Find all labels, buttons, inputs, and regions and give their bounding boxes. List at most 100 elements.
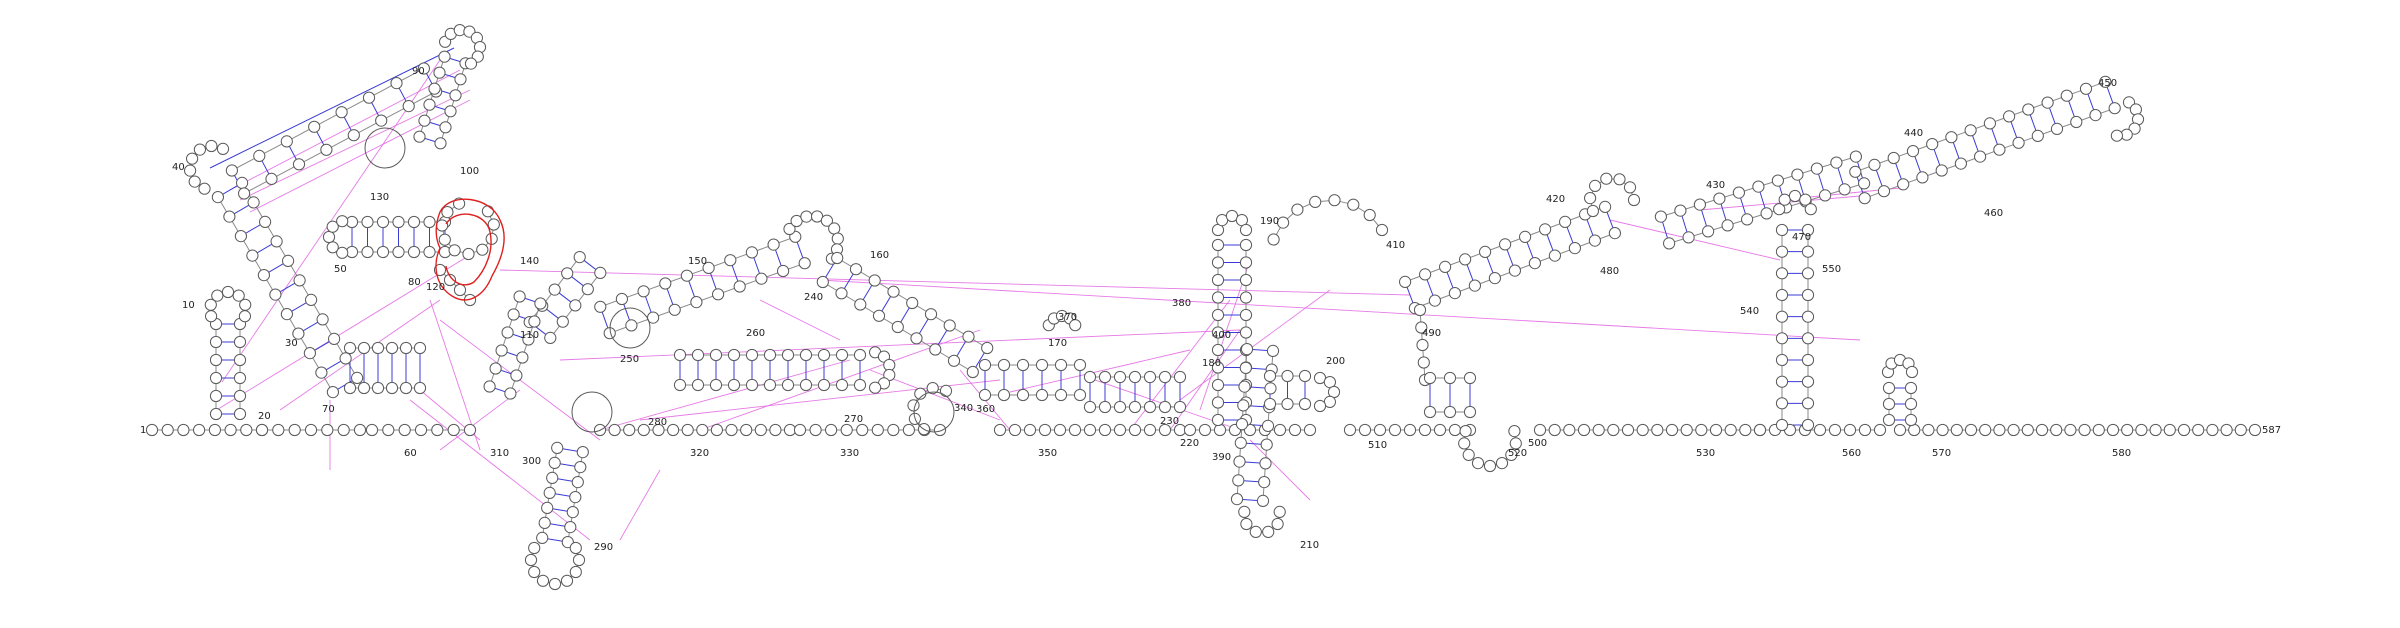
nucleotide [1264, 382, 1277, 395]
nucleotide [438, 50, 451, 63]
pseudoknot-link [439, 389, 521, 451]
position-label: 190 [1260, 216, 1279, 227]
nucleotide [382, 423, 395, 437]
nucleotide [978, 358, 992, 372]
nucleotide [1819, 189, 1832, 202]
nucleotides [145, 24, 2262, 591]
nucleotide [238, 187, 251, 200]
nucleotide [1358, 423, 1372, 437]
nucleotide [1674, 204, 1687, 217]
nucleotide [1462, 448, 1475, 461]
nucleotide [1233, 455, 1246, 468]
nucleotide [376, 245, 390, 259]
nucleotide [1413, 303, 1427, 317]
nucleotide [1627, 193, 1641, 207]
nucleotide [1801, 353, 1815, 367]
nucleotide [966, 365, 979, 379]
nucleotide [891, 320, 904, 334]
nucleotide [724, 254, 737, 267]
position-label: 470 [1792, 232, 1811, 243]
nucleotide [727, 348, 741, 362]
nucleotide [1849, 165, 1862, 178]
nucleotide [1458, 437, 1471, 450]
nucleotide [255, 423, 269, 437]
pseudoknot-link [1249, 439, 1311, 501]
nucleotide [594, 266, 607, 279]
backbone-segment [439, 269, 471, 301]
pseudoknot-link [1179, 289, 1331, 401]
position-label: 550 [1822, 264, 1841, 275]
nucleotide [1979, 423, 1992, 437]
nucleotide [1211, 273, 1225, 287]
nucleotide [1416, 338, 1429, 352]
nucleotide [1993, 143, 2006, 156]
position-label: 110 [520, 330, 539, 341]
nucleotide [1347, 198, 1360, 211]
nucleotide [1495, 457, 1509, 470]
nucleotide [1239, 326, 1253, 339]
position-label: 390 [1212, 452, 1231, 463]
nucleotide [1592, 423, 1605, 437]
nucleotide [292, 327, 305, 340]
nucleotide [1239, 361, 1252, 374]
nucleotide [2135, 423, 2148, 437]
nucleotide [510, 369, 523, 382]
pseudoknot-link [1199, 259, 1251, 411]
nucleotide [1173, 400, 1187, 414]
nucleotide [1858, 177, 1871, 190]
nucleotide [572, 553, 586, 567]
long-range-pair [209, 47, 455, 169]
nucleotide [755, 272, 768, 285]
position-label: 180 [1202, 358, 1221, 369]
nucleotide [1035, 388, 1049, 402]
nucleotide [1038, 423, 1052, 437]
nucleotide [399, 341, 413, 355]
position-label: 490 [1422, 328, 1441, 339]
nucleotide [835, 378, 849, 392]
nucleotide [1693, 198, 1707, 211]
nucleotide [1830, 156, 1843, 169]
nucleotide [594, 300, 607, 313]
nucleotide [483, 380, 496, 393]
nucleotide [1775, 288, 1789, 302]
nucleotide [326, 220, 339, 233]
nucleotide [1804, 203, 1817, 216]
nucleotide [1240, 343, 1254, 356]
nucleotide [1083, 400, 1097, 414]
nucleotide [939, 384, 953, 397]
nucleotide [840, 423, 853, 437]
nucleotide [1239, 238, 1253, 252]
nucleotide [413, 381, 427, 395]
nucleotide [2089, 109, 2102, 122]
nucleotide [1799, 193, 1812, 206]
nucleotide [233, 353, 247, 367]
nucleotide [357, 381, 371, 395]
nucleotide [1801, 332, 1815, 345]
nucleotide [2078, 423, 2091, 437]
nucleotide [1083, 423, 1097, 437]
nucleotide [1775, 310, 1789, 323]
nucleotide [1607, 423, 1620, 437]
nucleotide [691, 378, 705, 392]
nucleotide [1926, 138, 1939, 151]
nucleotide [1263, 397, 1277, 411]
nucleotide [221, 285, 235, 299]
nucleotide [1399, 275, 1412, 288]
nucleotide [673, 348, 687, 362]
nucleotide [392, 215, 405, 229]
nucleotide [817, 378, 831, 392]
nucleotide [1235, 418, 1249, 431]
position-label: 40 [172, 162, 185, 173]
nucleotide [1741, 213, 1754, 226]
nucleotide [1897, 178, 1910, 191]
nucleotide [1113, 400, 1127, 414]
nucleotide [522, 333, 535, 346]
nucleotide [625, 319, 638, 332]
nucleotide [623, 423, 636, 437]
nucleotide [328, 332, 341, 345]
nucleotide [209, 389, 223, 403]
nucleotide [1589, 179, 1602, 192]
nucleotide [534, 297, 547, 310]
nucleotide [745, 348, 759, 362]
nucleotide [1016, 358, 1030, 372]
